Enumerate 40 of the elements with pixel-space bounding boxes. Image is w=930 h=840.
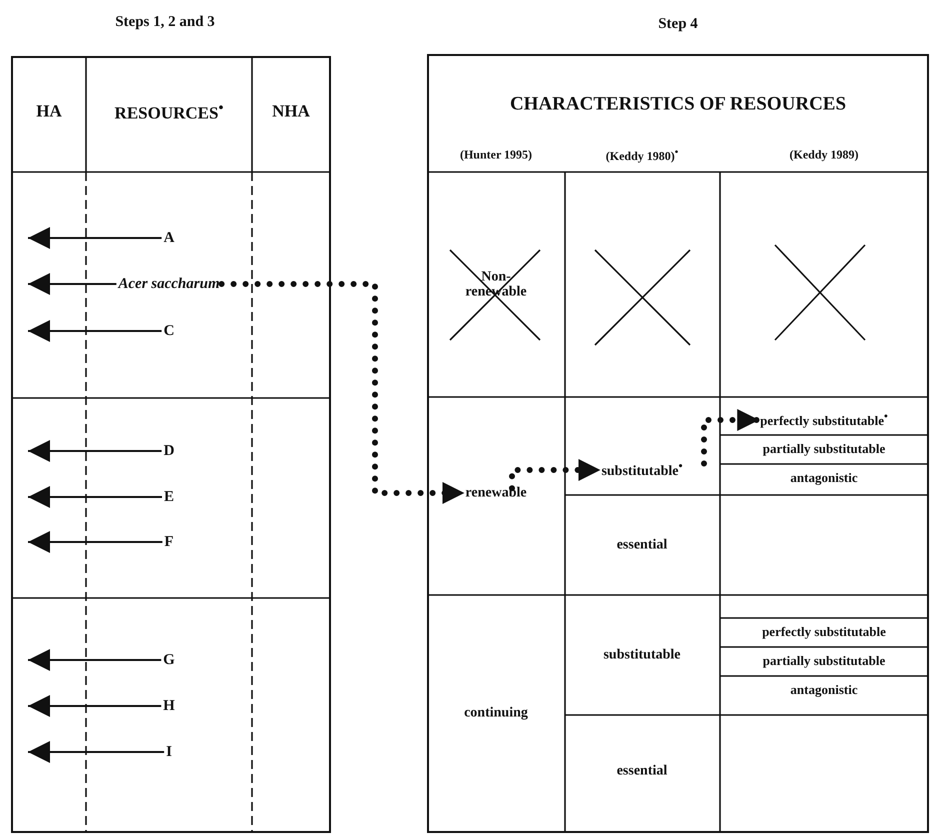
resource-name: H bbox=[163, 698, 175, 714]
column-heading: (Keddy 1980)$^{•}$ bbox=[606, 146, 678, 164]
category-text: perfectly substitutable$^{•}$ bbox=[760, 412, 888, 428]
column-heading: HA bbox=[36, 102, 62, 122]
resource-name: C bbox=[164, 322, 174, 340]
category-text: essential bbox=[616, 537, 668, 553]
arrow bbox=[28, 486, 162, 508]
category-text: partially substitutable bbox=[762, 654, 886, 668]
column-heading: RESOURCES$^{•}$ bbox=[114, 100, 224, 124]
resource-name: Acer saccharum bbox=[118, 276, 220, 292]
arrow bbox=[28, 741, 164, 763]
arrow bbox=[28, 695, 162, 717]
arrow bbox=[701, 409, 762, 466]
arrow bbox=[28, 227, 162, 249]
step-heading: Step 4 bbox=[658, 16, 698, 32]
resource-name: D bbox=[164, 442, 174, 460]
column-heading: (Keddy 1989) bbox=[790, 148, 858, 162]
arrow bbox=[28, 649, 162, 671]
arrow bbox=[28, 320, 162, 342]
category-text: substitutable bbox=[603, 647, 681, 663]
category-text: antagonistic bbox=[790, 470, 858, 486]
category-text: perfectly substitutable bbox=[762, 624, 886, 640]
category-text: antagonistic bbox=[790, 682, 858, 698]
category-text: partially substitutable bbox=[762, 442, 886, 456]
resource-name: A bbox=[164, 230, 174, 246]
resource-name: I bbox=[166, 744, 172, 760]
resource-name: E bbox=[164, 488, 174, 506]
column-heading: (Hunter 1995) bbox=[460, 148, 532, 162]
category-text: renewable bbox=[465, 485, 527, 501]
resource-name: G bbox=[163, 652, 175, 668]
category-text: essential bbox=[616, 763, 668, 779]
category-text: continuing bbox=[464, 705, 528, 721]
arrow bbox=[28, 273, 116, 295]
arrow bbox=[28, 440, 162, 462]
column-heading: NHA bbox=[272, 102, 310, 122]
table-heading: CHARACTERISTICS OF RESOURCES bbox=[510, 94, 846, 116]
step-heading: Steps 1, 2 and 3 bbox=[115, 14, 215, 30]
resource-name: F bbox=[164, 534, 174, 550]
arrow bbox=[28, 531, 162, 553]
category-text: substitutable$^{•}$ bbox=[601, 460, 683, 480]
